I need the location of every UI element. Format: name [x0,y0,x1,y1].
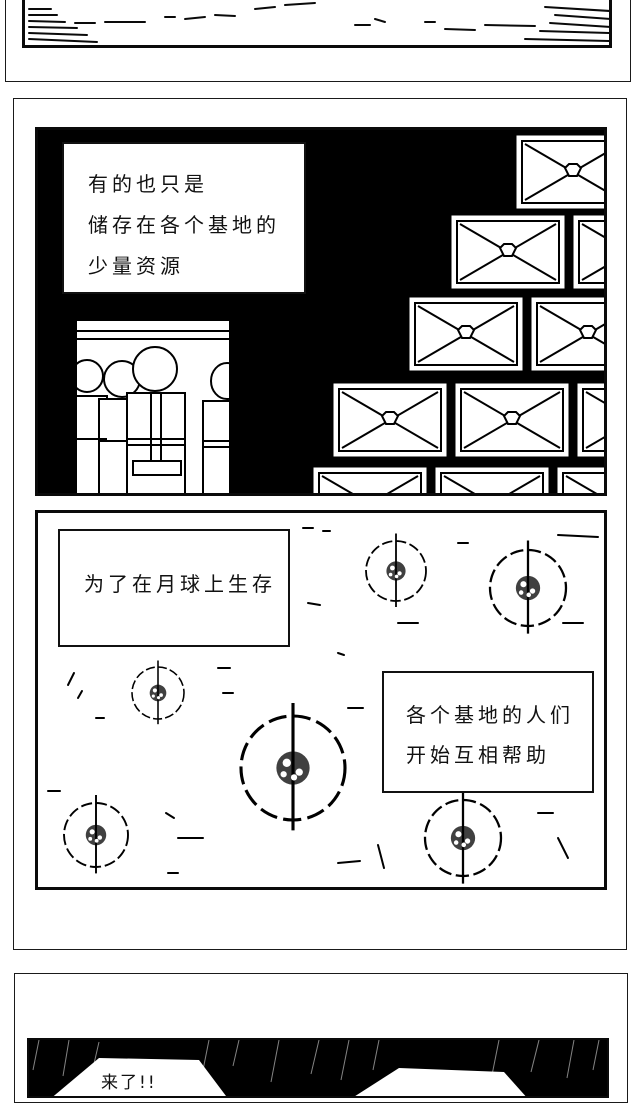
panel-bases-map: 为了在月球上生存 各个基地的人们 开始互相帮助 [35,510,607,890]
base-3 [132,661,184,725]
caption-help-each-other: 各个基地的人们 开始互相帮助 [382,671,594,793]
caption-line: 各个基地的人们 [406,703,574,727]
lunar-bases-illustration [47,513,599,887]
base-6 [425,791,501,884]
base-4 [241,703,345,830]
speech-bubble-shape-right [355,1068,526,1096]
supply-crates-illustration [310,132,604,493]
speech-bubble-arrival: 来了!! [101,1068,157,1093]
caption-line: 开始互相帮助 [406,743,550,767]
astronauts-inset [74,318,232,493]
astronauts-illustration [77,330,229,493]
caption-survival: 为了在月球上生存 [58,529,290,647]
caption-line: 有的也只是 [88,172,208,196]
caption-supplies: 有的也只是 储存在各个基地的 少量资源 [62,142,306,294]
panel-top-landscape [22,0,612,48]
panel-supplies: 有的也只是 储存在各个基地的 少量资源 [35,127,607,496]
speech-text: 来了!! [101,1073,157,1093]
base-1 [366,534,426,608]
speech-bubble-shape-left [53,1058,226,1096]
hatched-ground-lines [28,2,609,43]
base-5 [64,795,128,873]
panel-arrival: 来了!! [27,1038,609,1098]
base-2 [490,541,566,634]
caption-line: 储存在各个基地的 [88,213,280,237]
caption-line: 为了在月球上生存 [84,572,276,596]
caption-line: 少量资源 [88,254,184,278]
